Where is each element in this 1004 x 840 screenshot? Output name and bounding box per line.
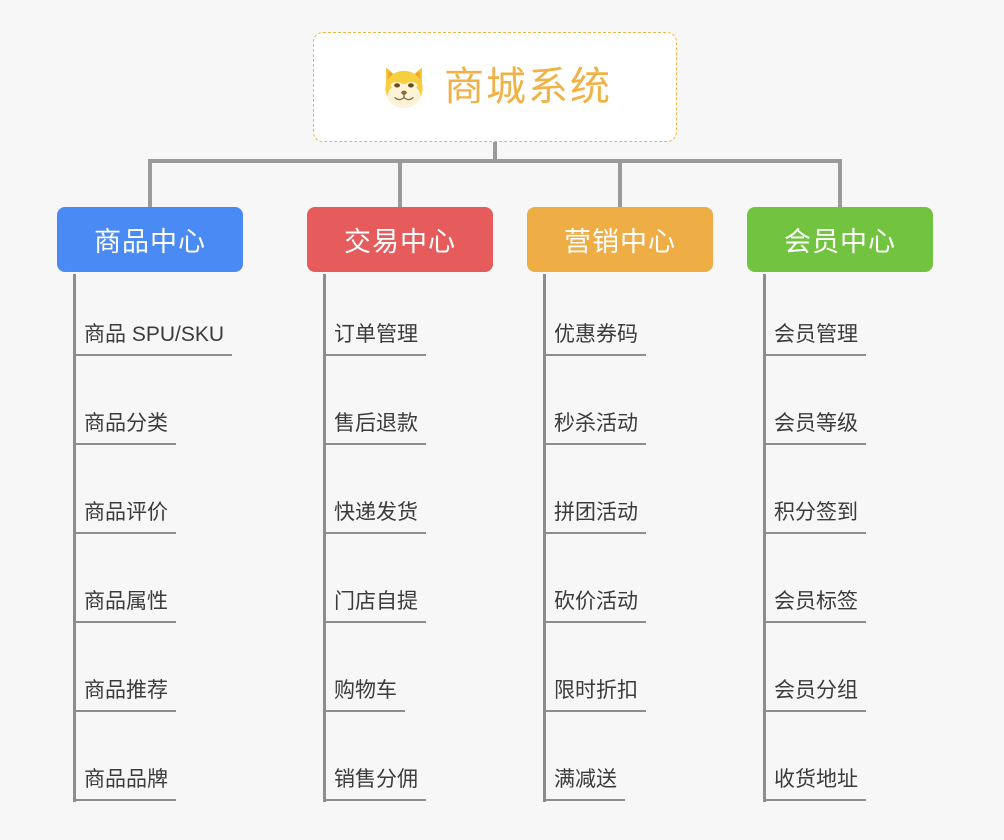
- category-label: 会员中心: [784, 227, 896, 257]
- leaf-label: 快递发货: [334, 501, 418, 524]
- leaf-label: 门店自提: [334, 590, 418, 613]
- leaf-label: 会员管理: [774, 323, 858, 346]
- leaf-item[interactable]: 会员等级: [766, 413, 866, 445]
- leaf-item[interactable]: 会员管理: [766, 324, 866, 356]
- leaf-item[interactable]: 满减送: [546, 769, 625, 801]
- shiba-inu-dog-face-icon: [378, 61, 430, 113]
- leaf-label: 购物车: [334, 679, 397, 702]
- leaf-label: 满减送: [554, 768, 617, 791]
- category-label: 商品中心: [94, 227, 206, 257]
- branch-spine-1: [73, 274, 76, 802]
- root-node[interactable]: 商城系统: [313, 32, 677, 142]
- leaf-label: 收货地址: [774, 768, 858, 791]
- leaf-item[interactable]: 砍价活动: [546, 591, 646, 623]
- leaf-label: 会员分组: [774, 679, 858, 702]
- leaf-item[interactable]: 售后退款: [326, 413, 426, 445]
- leaf-label: 商品评价: [84, 501, 168, 524]
- leaf-label: 优惠券码: [554, 323, 638, 346]
- connector-drop-4: [838, 159, 842, 209]
- leaf-label: 积分签到: [774, 501, 858, 524]
- connector-root-stem: [493, 142, 497, 162]
- leaf-label: 售后退款: [334, 412, 418, 435]
- leaf-item[interactable]: 收货地址: [766, 769, 866, 801]
- leaf-label: 商品 SPU/SKU: [84, 323, 225, 346]
- category-header-交易中心[interactable]: 交易中心: [307, 207, 493, 272]
- leaf-item[interactable]: 会员分组: [766, 680, 866, 712]
- leaf-item[interactable]: 秒杀活动: [546, 413, 646, 445]
- leaf-item[interactable]: 会员标签: [766, 591, 866, 623]
- leaf-item[interactable]: 订单管理: [326, 324, 426, 356]
- branch-spine-4: [763, 274, 766, 802]
- leaf-item[interactable]: 门店自提: [326, 591, 426, 623]
- leaf-item[interactable]: 商品品牌: [76, 769, 176, 801]
- category-label: 交易中心: [344, 227, 456, 257]
- leaf-label: 商品分类: [84, 412, 168, 435]
- leaf-label: 销售分佣: [334, 768, 418, 791]
- leaf-item[interactable]: 销售分佣: [326, 769, 426, 801]
- leaf-label: 商品品牌: [84, 768, 168, 791]
- connector-drop-2: [398, 159, 402, 209]
- leaf-label: 会员标签: [774, 590, 858, 613]
- category-header-会员中心[interactable]: 会员中心: [747, 207, 933, 272]
- leaf-label: 会员等级: [774, 412, 858, 435]
- leaf-label: 秒杀活动: [554, 412, 638, 435]
- leaf-item[interactable]: 商品推荐: [76, 680, 176, 712]
- root-title: 商城系统: [444, 65, 612, 109]
- leaf-item[interactable]: 购物车: [326, 680, 405, 712]
- leaf-item[interactable]: 拼团活动: [546, 502, 646, 534]
- category-label: 营销中心: [564, 227, 676, 257]
- leaf-label: 限时折扣: [554, 679, 638, 702]
- connector-drop-3: [618, 159, 622, 209]
- branch-spine-2: [323, 274, 326, 802]
- leaf-label: 订单管理: [334, 323, 418, 346]
- leaf-item[interactable]: 商品评价: [76, 502, 176, 534]
- leaf-label: 商品属性: [84, 590, 168, 613]
- connector-horizontal-bus: [150, 159, 840, 163]
- leaf-item[interactable]: 商品属性: [76, 591, 176, 623]
- leaf-item[interactable]: 优惠券码: [546, 324, 646, 356]
- category-header-营销中心[interactable]: 营销中心: [527, 207, 713, 272]
- leaf-item[interactable]: 积分签到: [766, 502, 866, 534]
- leaf-item[interactable]: 限时折扣: [546, 680, 646, 712]
- leaf-item[interactable]: 商品分类: [76, 413, 176, 445]
- leaf-item[interactable]: 快递发货: [326, 502, 426, 534]
- category-header-商品中心[interactable]: 商品中心: [57, 207, 243, 272]
- connector-drop-1: [148, 159, 152, 209]
- leaf-item[interactable]: 商品 SPU/SKU: [76, 323, 233, 356]
- branch-spine-3: [543, 274, 546, 802]
- leaf-label: 砍价活动: [554, 590, 638, 613]
- leaf-label: 商品推荐: [84, 679, 168, 702]
- leaf-label: 拼团活动: [554, 501, 638, 524]
